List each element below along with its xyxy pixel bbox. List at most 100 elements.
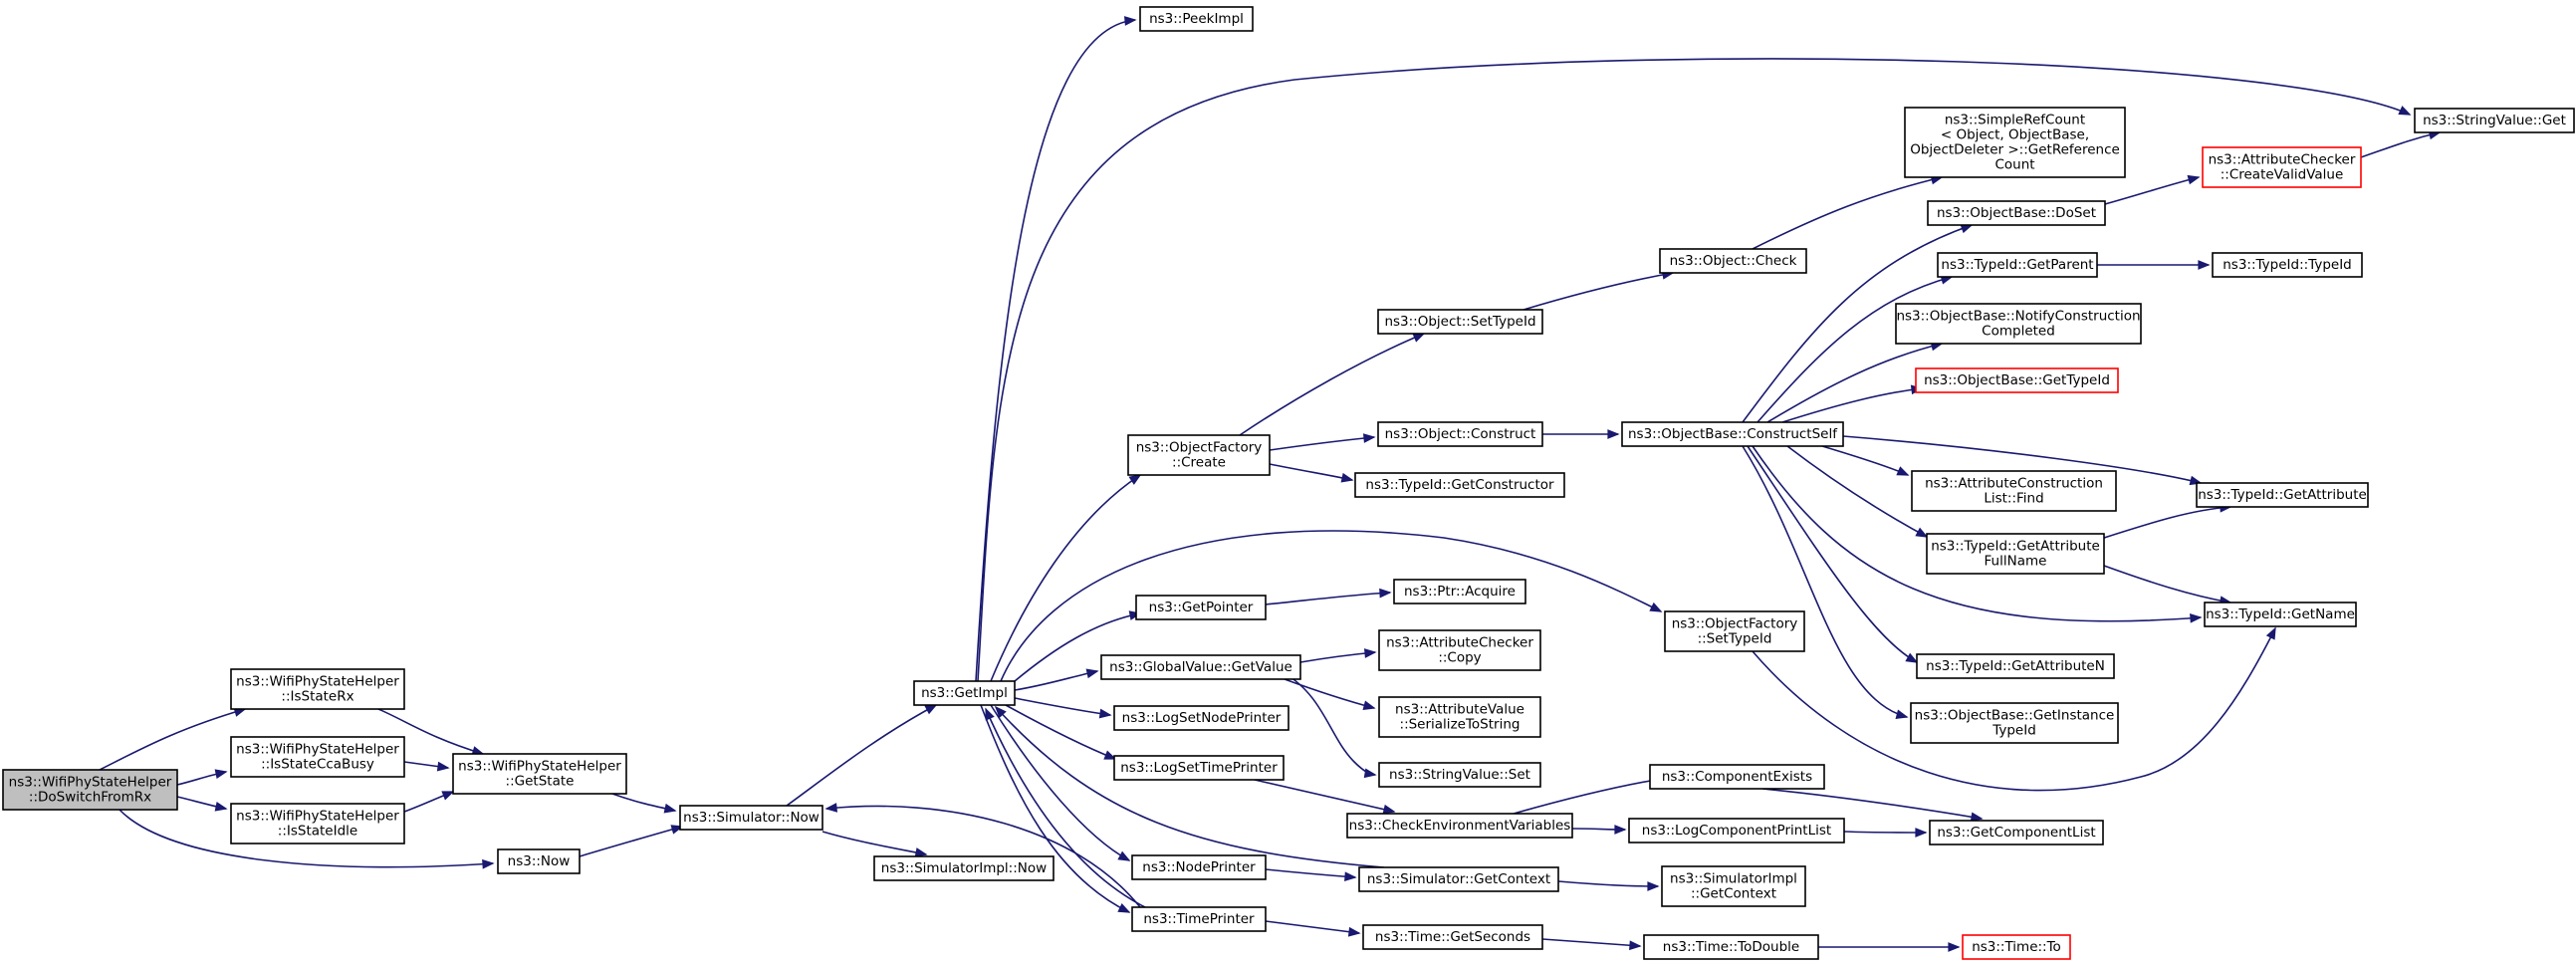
node-tidGetAttribute[interactable]: ns3::TypeId::GetAttribute — [2196, 482, 2369, 508]
node-obNotify[interactable]: ns3::ObjectBase::NotifyConstructionCompl… — [1895, 303, 2142, 345]
node-logSetNodePrinter[interactable]: ns3::LogSetNodePrinter — [1113, 705, 1289, 731]
node-label: ns3::TypeId::TypeId — [2223, 257, 2352, 273]
edge-compExists-to-getComponentList — [1761, 788, 1984, 823]
edge-tidGetAttrFullName-to-tidGetAttribute — [2103, 502, 2232, 539]
arrowhead — [436, 761, 450, 772]
node-objConstruct[interactable]: ns3::Object::Construct — [1377, 421, 1543, 447]
node-tidGetConstructor[interactable]: ns3::TypeId::GetConstructor — [1354, 472, 1565, 498]
node-tidTypeId[interactable]: ns3::TypeId::TypeId — [2212, 252, 2363, 278]
node-peekImpl[interactable]: ns3::PeekImpl — [1139, 6, 1254, 32]
node-now[interactable]: ns3::Now — [497, 848, 581, 874]
arrowhead — [1085, 668, 1099, 679]
node-obDoSet[interactable]: ns3::ObjectBase::DoSet — [1927, 200, 2106, 226]
node-acCreateValid[interactable]: ns3::AttributeChecker::CreateValidValue — [2202, 146, 2362, 188]
arrowhead — [214, 802, 228, 812]
edge-line — [975, 19, 1136, 682]
node-box — [1926, 533, 2105, 575]
node-box — [1131, 906, 1267, 932]
node-timeGetSeconds[interactable]: ns3::Time::GetSeconds — [1362, 924, 1543, 950]
node-getImpl[interactable]: ns3::GetImpl — [913, 680, 1016, 706]
node-label: ns3::ComponentExists — [1662, 769, 1812, 785]
node-acCopy[interactable]: ns3::AttributeChecker::Copy — [1378, 629, 1541, 671]
node-logSetTimePrinter[interactable]: ns3::LogSetTimePrinter — [1113, 755, 1285, 781]
node-obGetTypeId[interactable]: ns3::ObjectBase::GetTypeId — [1915, 367, 2119, 393]
node-box — [2, 769, 178, 811]
edge-ofCreate-to-objSetTypeId — [1239, 333, 1426, 436]
node-compExists[interactable]: ns3::ComponentExists — [1649, 764, 1825, 790]
node-box — [1628, 818, 1845, 844]
node-getPointer[interactable]: ns3::GetPointer — [1135, 595, 1267, 620]
arrowhead — [1128, 474, 1142, 485]
node-gvGetValue[interactable]: ns3::GlobalValue::GetValue — [1100, 654, 1301, 680]
node-nodePrinter[interactable]: ns3::NodePrinter — [1131, 854, 1267, 880]
node-box — [2212, 252, 2363, 278]
edge-line — [1541, 938, 1641, 947]
node-getState[interactable]: ns3::WifiPhyStateHelper::GetState — [452, 753, 627, 795]
node-box — [1910, 702, 2119, 744]
node-tidGetParent[interactable]: ns3::TypeId::GetParent — [1937, 252, 2098, 278]
edge-simNow-to-getImpl — [786, 704, 938, 807]
node-simImplGetContext[interactable]: ns3::SimulatorImpl::GetContext — [1661, 865, 1806, 907]
edge-line — [1014, 697, 1111, 716]
node-logCompPrintList[interactable]: ns3::LogComponentPrintList — [1628, 818, 1845, 844]
node-simpleRefCount[interactable]: ns3::SimpleRefCount< Object, ObjectBase,… — [1904, 107, 2126, 178]
arrowhead — [824, 803, 838, 813]
edge-timePrinter-to-getImpl — [985, 707, 1146, 908]
node-ptrAcquire[interactable]: ns3::Ptr::Acquire — [1393, 579, 1526, 604]
node-label: ns3::TypeId::GetAttribute — [2198, 487, 2367, 503]
arrowhead — [2187, 174, 2201, 185]
arrowhead — [1915, 527, 1929, 538]
node-root[interactable]: ns3::WifiPhyStateHelper::DoSwitchFromRx — [2, 769, 178, 811]
edge-line — [2103, 565, 2231, 603]
node-isStateIdle[interactable]: ns3::WifiPhyStateHelper::IsStateIdle — [230, 803, 405, 844]
node-label: ::CreateValidValue — [2221, 167, 2344, 183]
edge-line — [2104, 176, 2200, 205]
node-avSerialize[interactable]: ns3::AttributeValue::SerializeToString — [1378, 696, 1541, 738]
edge-line — [990, 474, 1141, 682]
node-label: ::IsStateCcaBusy — [261, 757, 374, 773]
arrowhead — [1362, 700, 1376, 710]
edge-line — [825, 805, 1141, 908]
edge-simGetContext-to-getImpl — [994, 705, 1385, 868]
node-objSetTypeId[interactable]: ns3::Object::SetTypeId — [1377, 309, 1543, 335]
edge-root-to-now — [118, 809, 495, 869]
edge-obConstructSelf-to-tidGetName — [1752, 445, 2203, 623]
arrowhead — [985, 707, 995, 721]
node-timeTo[interactable]: ns3::Time::To — [1962, 934, 2071, 960]
node-simGetContext[interactable]: ns3::Simulator::GetContext — [1358, 866, 1559, 892]
node-tidGetAttrN[interactable]: ns3::TypeId::GetAttributeN — [1916, 653, 2115, 679]
edge-line — [1239, 333, 1425, 436]
arrowhead — [1098, 708, 1112, 719]
node-simImplNow[interactable]: ns3::SimulatorImpl::Now — [873, 855, 1054, 881]
node-box — [913, 680, 1016, 706]
node-simNow[interactable]: ns3::Simulator::Now — [679, 805, 823, 831]
arrowhead — [2398, 106, 2412, 116]
node-box — [873, 855, 1054, 881]
node-timeToDouble[interactable]: ns3::Time::ToDouble — [1643, 934, 1819, 960]
node-label: TypeId — [1991, 723, 2036, 739]
node-isStateRx[interactable]: ns3::WifiPhyStateHelper::IsStateRx — [230, 668, 405, 710]
node-ofSetTypeId[interactable]: ns3::ObjectFactory::SetTypeId — [1664, 610, 1805, 652]
node-getComponentList[interactable]: ns3::GetComponentList — [1929, 820, 2104, 845]
node-ofCreate[interactable]: ns3::ObjectFactory::Create — [1127, 434, 1271, 476]
edge-line — [980, 704, 1130, 913]
node-objCheck[interactable]: ns3::Object::Check — [1659, 248, 1807, 274]
node-label: ns3::ObjectBase::GetInstance — [1915, 708, 2115, 724]
node-label: ::GetContext — [1691, 886, 1776, 902]
node-box — [679, 805, 823, 831]
node-svSet[interactable]: ns3::StringValue::Set — [1378, 762, 1541, 788]
node-svGet[interactable]: ns3::StringValue::Get — [2414, 108, 2575, 133]
node-obConstructSelf[interactable]: ns3::ObjectBase::ConstructSelf — [1621, 421, 1844, 447]
node-tidGetName[interactable]: ns3::TypeId::GetName — [2204, 602, 2357, 627]
node-timePrinter[interactable]: ns3::TimePrinter — [1131, 906, 1267, 932]
node-box — [1916, 653, 2115, 679]
node-label: ns3::PeekImpl — [1149, 11, 1244, 27]
edge-line — [985, 708, 1146, 908]
node-checkEnv[interactable]: ns3::CheckEnvironmentVariables — [1346, 813, 1573, 839]
node-isStateCcaBusy[interactable]: ns3::WifiPhyStateHelper::IsStateCcaBusy — [230, 736, 405, 778]
node-box — [1135, 595, 1267, 620]
node-label: ns3::Ptr::Acquire — [1404, 584, 1516, 600]
